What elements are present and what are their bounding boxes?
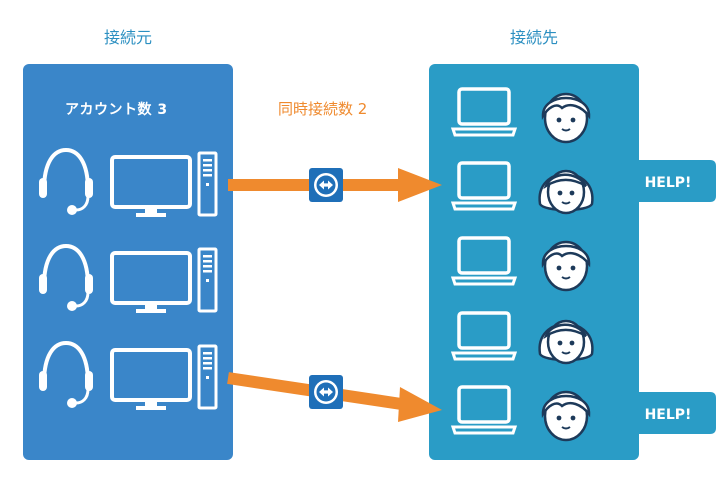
help-bubble-2: HELP! [608, 392, 716, 434]
headset-icon [37, 148, 95, 217]
headset-icon [37, 341, 95, 410]
male-user-icon [541, 240, 591, 292]
account-count-label: アカウント数 3 [65, 102, 168, 118]
help-text: HELP! [645, 175, 692, 191]
laptop-icon [451, 311, 517, 361]
client-5 [451, 385, 591, 442]
source-heading: 接続元 [103, 28, 152, 47]
tower-pc-icon [197, 151, 218, 217]
client-2 [451, 161, 594, 215]
male-user-icon [541, 92, 591, 144]
operator-2 [37, 244, 218, 315]
client-1 [451, 87, 591, 144]
laptop-icon [451, 87, 517, 137]
monitor-icon [110, 251, 192, 315]
remote-connection-icon [309, 375, 343, 409]
operator-3 [37, 341, 218, 412]
female-user-icon [538, 319, 594, 365]
client-4 [451, 311, 594, 365]
destination-heading: 接続先 [509, 28, 558, 47]
concurrent-connections-label: 同時接続数 2 [278, 100, 368, 118]
client-3 [451, 236, 591, 292]
help-text: HELP! [645, 407, 692, 423]
remote-connection-icon [309, 168, 343, 202]
male-user-icon [541, 390, 591, 442]
headset-icon [37, 244, 95, 313]
monitor-icon [110, 155, 192, 219]
tower-pc-icon [197, 247, 218, 313]
female-user-icon [538, 169, 594, 215]
laptop-icon [451, 161, 517, 211]
connection-arrow-1 [228, 168, 442, 202]
operator-1 [37, 148, 218, 219]
laptop-icon [451, 385, 517, 435]
tower-pc-icon [197, 344, 218, 410]
laptop-icon [451, 236, 517, 286]
connection-arrow-2 [227, 372, 442, 422]
help-bubble-1: HELP! [608, 160, 716, 202]
monitor-icon [110, 348, 192, 412]
